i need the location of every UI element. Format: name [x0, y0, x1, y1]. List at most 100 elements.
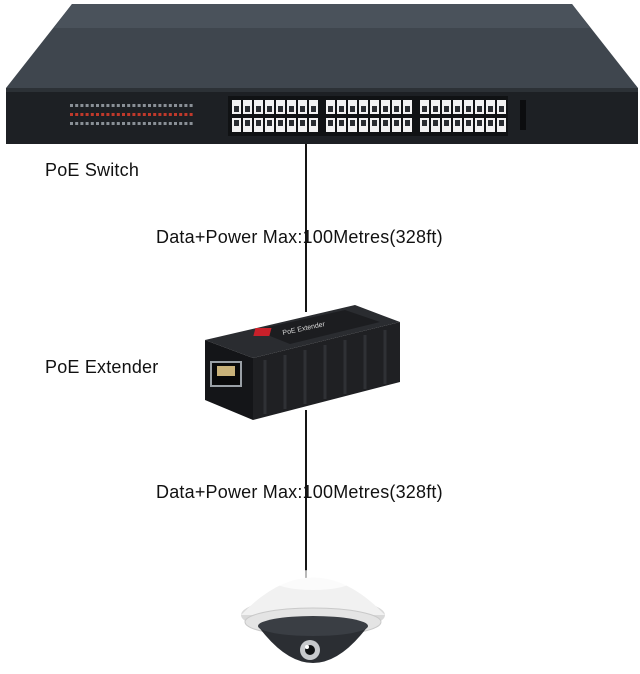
switch-led: [142, 113, 146, 116]
switch-port-socket: [455, 120, 460, 126]
switch-led: [127, 104, 131, 107]
switch-led: [174, 104, 177, 107]
switch-led: [137, 113, 141, 116]
switch-led: [158, 104, 162, 107]
switch-port-socket: [422, 106, 427, 112]
switch-port-socket: [289, 120, 294, 126]
switch-led: [70, 104, 73, 107]
switch-port-socket: [383, 120, 388, 126]
switch-led: [106, 113, 110, 116]
switch-port-socket: [499, 106, 504, 112]
switch-port-socket: [455, 106, 460, 112]
switch-led: [116, 113, 120, 116]
switch-port-socket: [339, 120, 344, 126]
switch-led: [132, 104, 136, 107]
switch-port-socket: [405, 106, 410, 112]
switch-led: [96, 122, 99, 125]
switch-led: [106, 122, 110, 125]
switch-port-socket: [328, 106, 333, 112]
switch-led: [85, 122, 89, 125]
switch-led: [116, 104, 120, 107]
switch-port-socket: [245, 120, 250, 126]
switch-port-socket: [405, 120, 410, 126]
switch-led: [189, 122, 193, 125]
switch-led: [148, 104, 151, 107]
switch-port-socket: [444, 120, 449, 126]
switch-led: [189, 113, 193, 116]
switch-port-socket: [477, 106, 482, 112]
switch-led: [122, 122, 125, 125]
switch-led: [184, 104, 188, 107]
switch-led: [70, 113, 73, 116]
cable-switch-to-extender: [305, 142, 307, 312]
switch-led: [111, 104, 115, 107]
switch-led: [168, 122, 172, 125]
switch-led: [153, 122, 157, 125]
switch-led: [90, 104, 94, 107]
switch-port-socket: [488, 106, 493, 112]
switch-led: [137, 104, 141, 107]
switch-led: [163, 113, 167, 116]
switch-led: [111, 122, 115, 125]
cable-extender-to-camera: [305, 410, 307, 590]
switch-led: [90, 122, 94, 125]
switch-port-socket: [289, 106, 294, 112]
link-label-switch-extender: Data+Power Max:100Metres(328ft): [156, 227, 443, 247]
switch-port-socket: [311, 120, 316, 126]
switch-port-socket: [433, 120, 438, 126]
switch-led: [80, 104, 84, 107]
switch-led: [163, 104, 167, 107]
switch-port-socket: [350, 106, 355, 112]
switch-led: [168, 113, 172, 116]
switch-led: [179, 122, 183, 125]
switch-led: [70, 122, 73, 125]
switch-led: [137, 122, 141, 125]
switch-port-socket: [278, 120, 283, 126]
switch-led: [153, 104, 157, 107]
switch-port-socket: [234, 120, 239, 126]
switch-port-socket: [422, 120, 427, 126]
switch-port-socket: [477, 120, 482, 126]
switch-label: PoE Switch: [45, 160, 140, 180]
switch-port-socket: [394, 106, 399, 112]
switch-led: [142, 122, 146, 125]
switch-led: [132, 113, 136, 116]
switch-led: [148, 122, 151, 125]
switch-led: [158, 113, 162, 116]
switch-port-socket: [234, 106, 239, 112]
switch-led: [106, 104, 110, 107]
switch-led-panel: [70, 104, 193, 125]
switch-led: [85, 113, 89, 116]
switch-led: [174, 113, 177, 116]
switch-port-socket: [256, 106, 261, 112]
dome-camera-device: [241, 570, 385, 663]
switch-led: [168, 104, 172, 107]
switch-port-socket: [383, 106, 388, 112]
switch-led: [158, 122, 162, 125]
switch-led: [122, 113, 125, 116]
switch-port-socket: [245, 106, 250, 112]
switch-port-socket: [328, 120, 333, 126]
poe-extender-device: PoE Extender: [205, 305, 400, 420]
switch-led: [163, 122, 167, 125]
switch-led: [101, 122, 105, 125]
switch-led: [75, 113, 79, 116]
switch-led: [142, 104, 146, 107]
switch-port-socket: [300, 106, 305, 112]
switch-port-socket: [488, 120, 493, 126]
switch-port-socket: [466, 106, 471, 112]
switch-port-socket: [278, 106, 283, 112]
switch-port-socket: [339, 106, 344, 112]
switch-led: [96, 104, 99, 107]
switch-led: [189, 104, 193, 107]
switch-led: [153, 113, 157, 116]
switch-led: [111, 113, 115, 116]
switch-port-block: [228, 96, 508, 136]
switch-led: [127, 122, 131, 125]
switch-port-socket: [466, 120, 471, 126]
switch-led: [148, 113, 151, 116]
switch-led: [101, 113, 105, 116]
extender-logo-icon: [253, 328, 272, 336]
switch-led: [96, 113, 99, 116]
